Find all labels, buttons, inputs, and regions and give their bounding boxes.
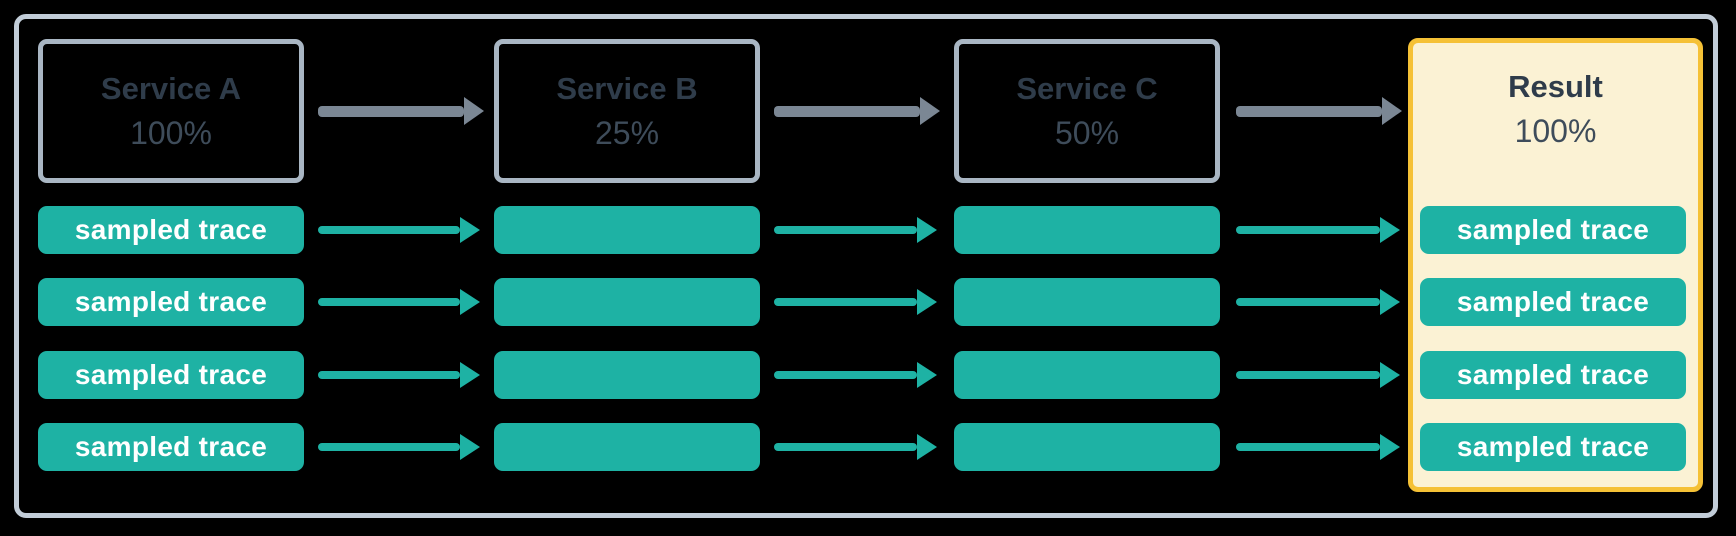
arrow-shaft [774,443,917,451]
result-titles: Result 100% [1413,43,1698,153]
flow-arrow-c-result [1236,97,1402,125]
diagram-frame [14,14,1718,518]
arrow-right-icon [917,434,937,460]
sampled-trace-bar: sampled trace [38,423,304,471]
trace-bar [494,423,760,471]
arrow-right-icon [1382,97,1402,125]
trace-bar [954,278,1220,326]
arrow-shaft [1236,226,1380,234]
arrow-right-icon [460,217,480,243]
sampled-trace-bar: sampled trace [38,351,304,399]
sampled-trace-bar: sampled trace [38,278,304,326]
service-b-rate: 25% [594,115,660,151]
arrow-right-icon [1380,217,1400,243]
trace-arrow [1236,217,1400,243]
trace-arrow [1236,362,1400,388]
trace-arrow [774,362,937,388]
flow-arrow-b-c [774,97,940,125]
arrow-right-icon [464,97,484,125]
trace-bar [494,351,760,399]
arrow-shaft [1236,105,1382,117]
trace-bar [494,278,760,326]
sampled-trace-label: sampled trace [1456,431,1650,462]
arrow-shaft [318,443,460,451]
trace-arrow [1236,289,1400,315]
arrow-right-icon [1380,289,1400,315]
result-box: Result 100% [1408,38,1703,492]
result-title: Result [1508,69,1603,104]
sampled-trace-label: sampled trace [74,214,268,245]
service-b-title: Service B [556,71,698,106]
arrow-right-icon [460,434,480,460]
arrow-right-icon [1380,362,1400,388]
service-c-rate: 50% [1054,115,1120,151]
arrow-shaft [1236,443,1380,451]
sampled-trace-label: sampled trace [74,431,268,462]
trace-arrow [774,217,937,243]
arrow-shaft [774,298,917,306]
trace-arrow [774,289,937,315]
sampled-trace-bar: sampled trace [1420,423,1686,471]
trace-arrow [1236,434,1400,460]
arrow-right-icon [917,362,937,388]
trace-bar [954,423,1220,471]
sampled-trace-label: sampled trace [74,286,268,317]
arrow-shaft [318,371,460,379]
sampled-trace-bar: sampled trace [38,206,304,254]
service-a-box: Service A 100% [38,39,304,183]
service-b-box: Service B 25% [494,39,760,183]
arrow-right-icon [920,97,940,125]
trace-bar [954,206,1220,254]
arrow-shaft [318,226,460,234]
service-a-rate: 100% [130,115,212,151]
sampled-trace-bar: sampled trace [1420,278,1686,326]
arrow-shaft [1236,371,1380,379]
sampled-trace-label: sampled trace [1456,286,1650,317]
arrow-right-icon [460,362,480,388]
sampled-trace-label: sampled trace [1456,214,1650,245]
arrow-shaft [774,226,917,234]
arrow-right-icon [917,217,937,243]
trace-arrow [318,289,480,315]
trace-arrow [318,217,480,243]
sampled-trace-bar: sampled trace [1420,206,1686,254]
trace-arrow [318,362,480,388]
arrow-shaft [1236,298,1380,306]
sampled-trace-label: sampled trace [1456,359,1650,390]
arrow-shaft [318,105,464,117]
arrow-shaft [774,105,920,117]
service-c-box: Service C 50% [954,39,1220,183]
trace-bar [954,351,1220,399]
arrow-right-icon [1380,434,1400,460]
arrow-right-icon [460,289,480,315]
result-rate: 100% [1514,113,1597,149]
arrow-right-icon [917,289,937,315]
trace-arrow [318,434,480,460]
trace-arrow [774,434,937,460]
sampled-trace-label: sampled trace [74,359,268,390]
arrow-shaft [318,298,460,306]
service-c-title: Service C [1016,71,1158,106]
flow-arrow-a-b [318,97,484,125]
arrow-shaft [774,371,917,379]
service-a-title: Service A [100,71,242,106]
sampled-trace-bar: sampled trace [1420,351,1686,399]
trace-bar [494,206,760,254]
